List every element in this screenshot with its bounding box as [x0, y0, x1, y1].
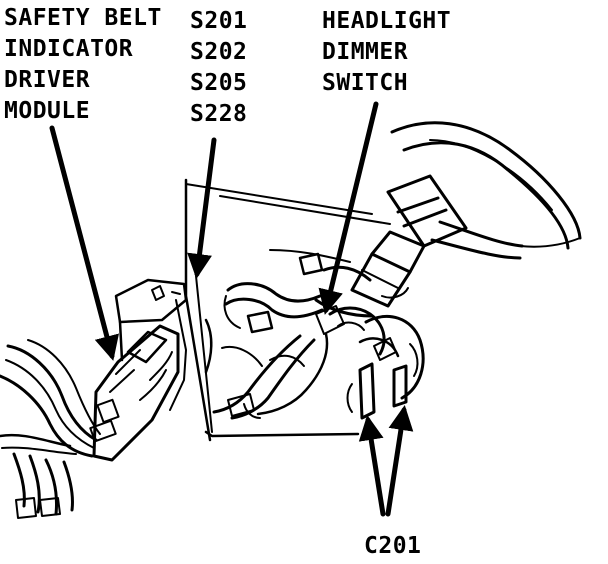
safety-belt-label-line-1: SAFETY BELT — [4, 5, 162, 31]
steering-wheel — [390, 121, 582, 260]
splices-label: S201 S202 S205 S228 — [190, 6, 247, 130]
arrow-to-splices — [187, 137, 217, 279]
splice-s228: S228 — [190, 101, 248, 127]
splice-s201: S201 — [190, 8, 248, 34]
arrow-to-c201-right — [385, 405, 414, 517]
safety-belt-label-line-3: DRIVER — [4, 67, 91, 93]
module-bracket — [114, 278, 188, 411]
arrow-to-dimmer-switch — [318, 101, 379, 315]
headlight-label-line-1: HEADLIGHT — [322, 8, 452, 34]
safety-belt-module — [89, 324, 180, 462]
safety-belt-module-label: SAFETY BELT INDICATOR DRIVER MODULE — [4, 3, 162, 127]
headlight-label-line-3: SWITCH — [322, 70, 409, 96]
callout-arrows — [49, 101, 414, 517]
left-harness — [0, 339, 101, 519]
c201-label-text: C201 — [364, 533, 422, 559]
c201-connector — [346, 314, 425, 420]
arrow-to-c201-left — [358, 415, 386, 517]
safety-belt-label-line-2: INDICATOR — [4, 36, 134, 62]
safety-belt-label-line-4: MODULE — [4, 98, 91, 124]
steering-column — [350, 174, 468, 308]
splice-s205: S205 — [190, 70, 248, 96]
arrow-to-module — [49, 125, 119, 361]
headlight-dimmer-switch-label: HEADLIGHT DIMMER SWITCH — [322, 6, 451, 99]
splice-s202: S202 — [190, 39, 248, 65]
headlight-label-line-2: DIMMER — [322, 39, 409, 65]
c201-connector-label: C201 — [364, 531, 421, 562]
